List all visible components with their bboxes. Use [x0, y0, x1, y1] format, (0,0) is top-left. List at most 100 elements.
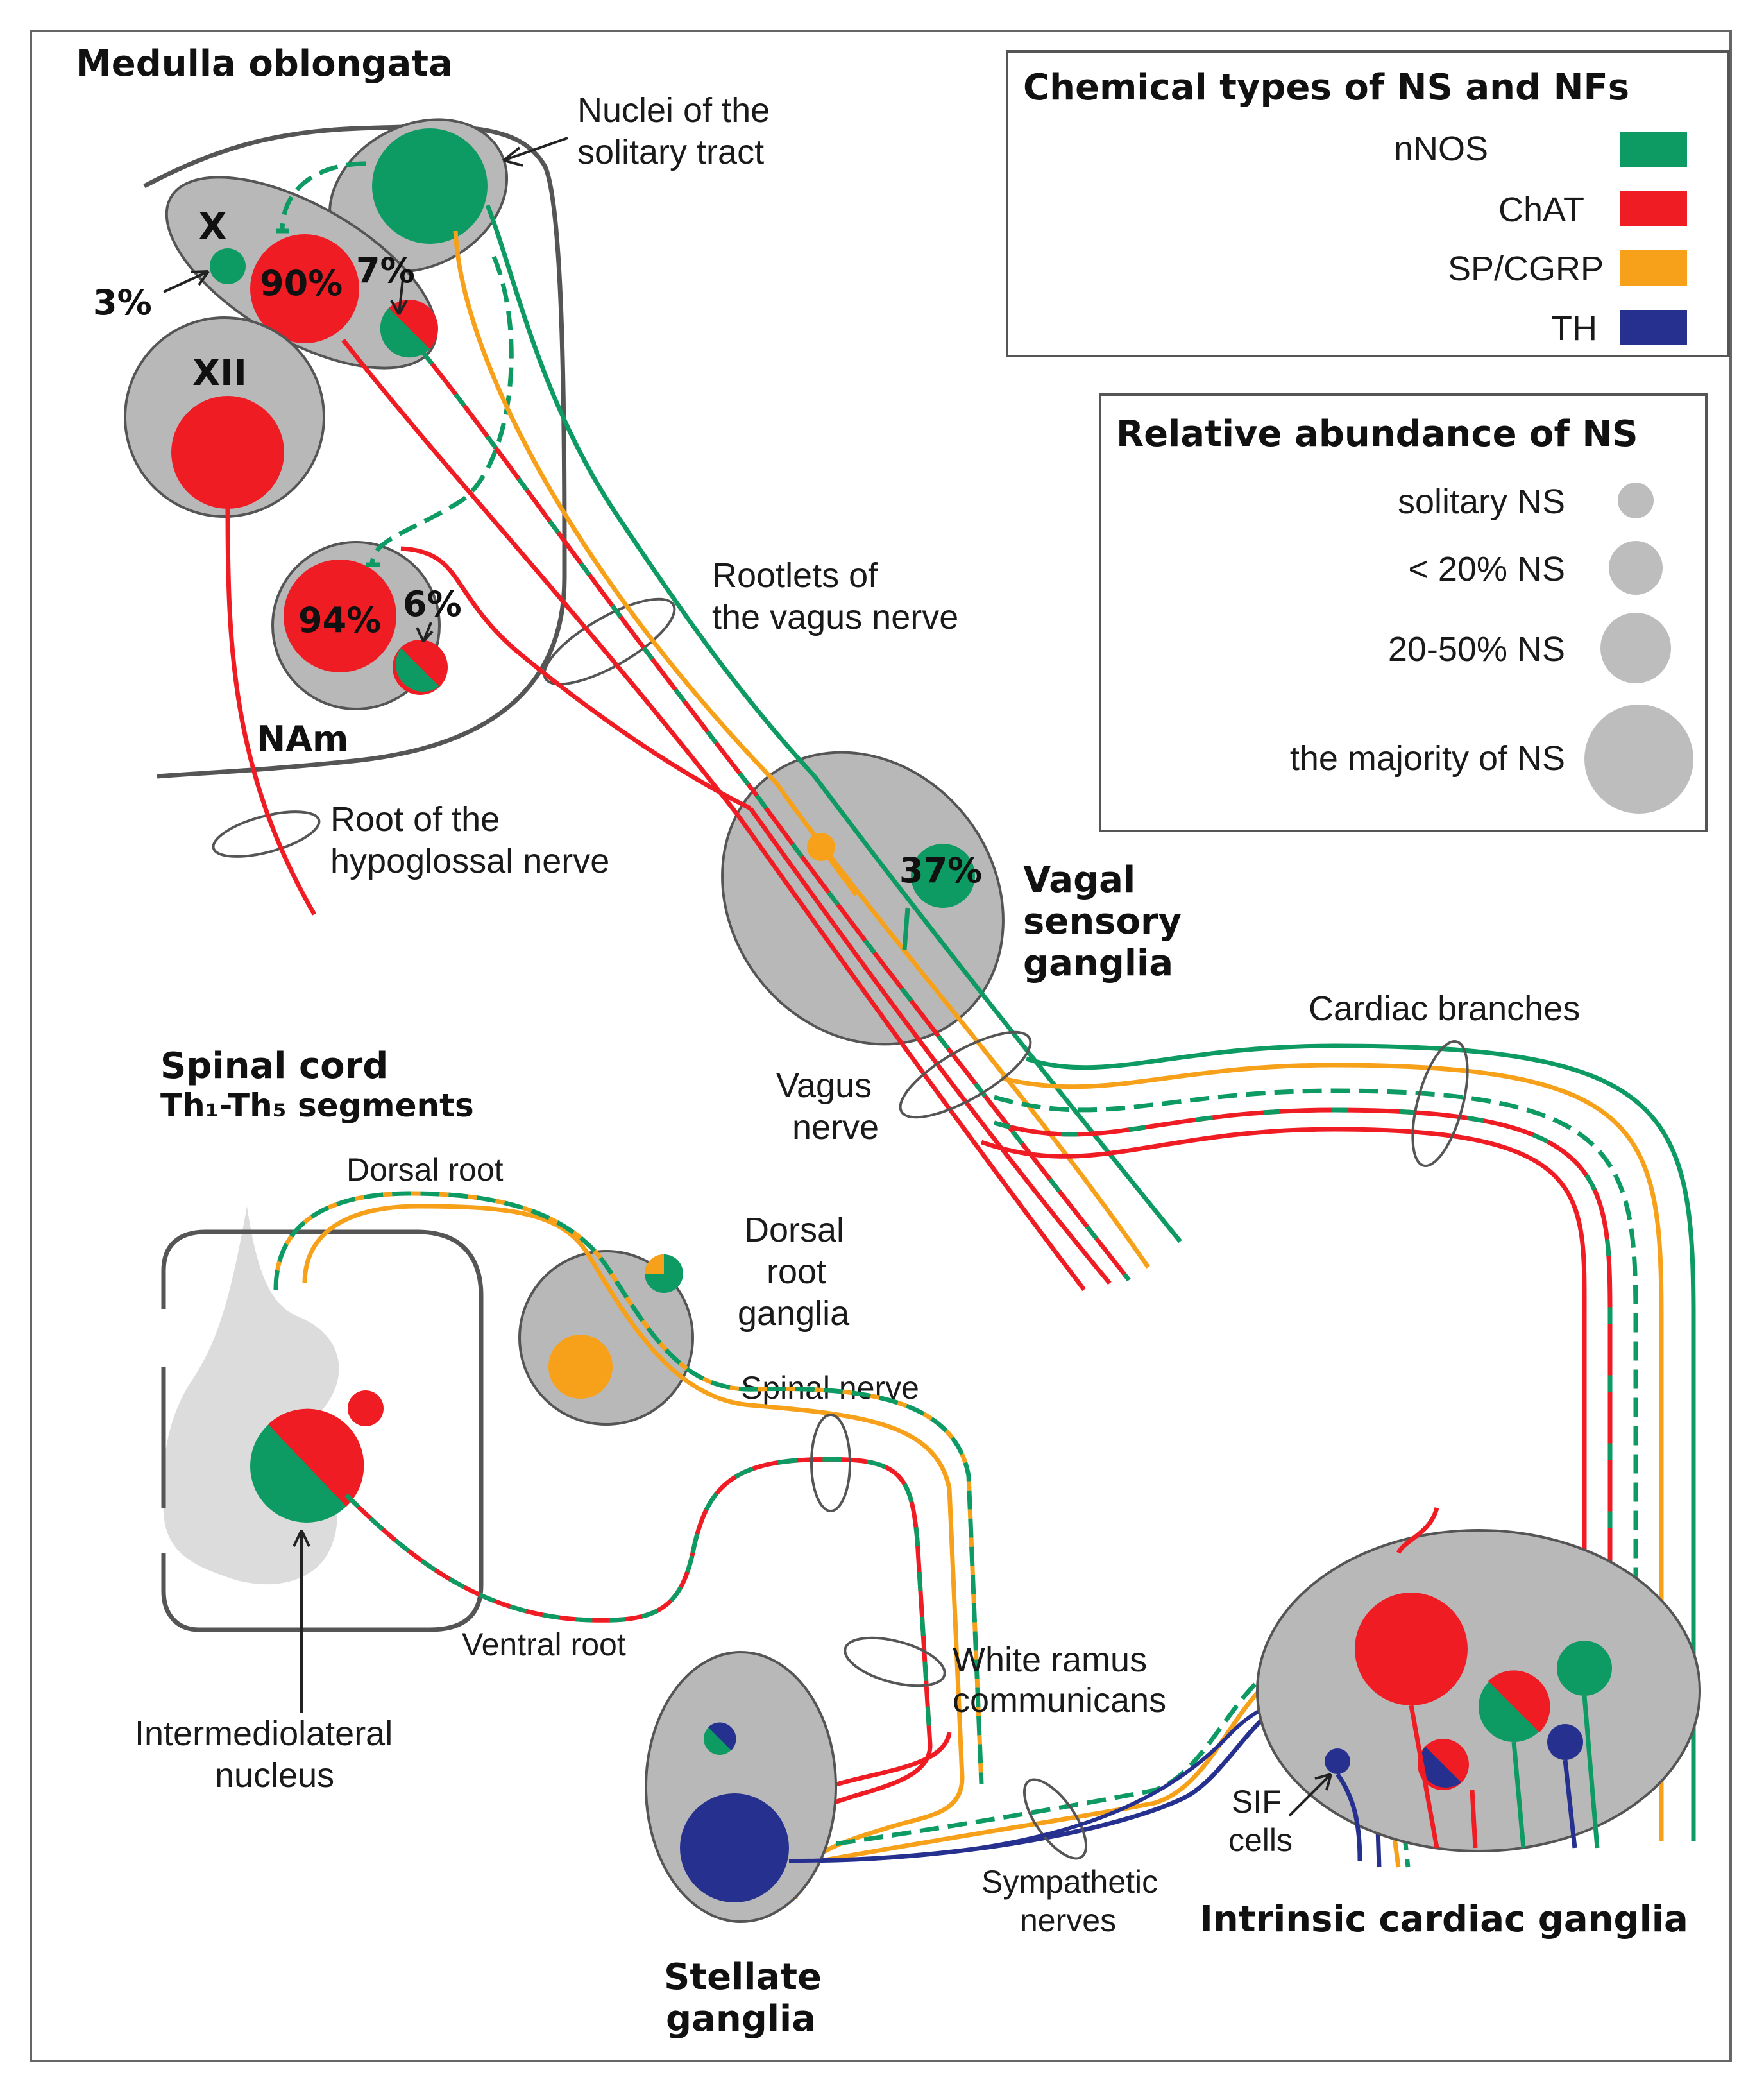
medulla-arrows [163, 137, 568, 643]
sif-label-line1: SIF [1232, 1784, 1282, 1820]
medulla-title: Medulla oblongata [76, 43, 453, 85]
stellate-mixed-neuron [704, 1722, 736, 1755]
nam-main-neuron [284, 560, 396, 672]
vagal-label-line1: Vagal [1023, 859, 1135, 901]
vagal-nnos-neuron [911, 844, 975, 908]
x-main-neuron [250, 234, 359, 343]
stellate-label-line1: Stellate [664, 1956, 822, 1998]
medulla-outline [143, 124, 567, 779]
hypoglossal-fiber [225, 506, 317, 916]
icg-mixed-neuron-1 [1479, 1670, 1550, 1742]
white-ramus-label-line1: White ramus [953, 1641, 1147, 1679]
hypoglossal-marker [212, 810, 321, 858]
vagus-green-top [485, 204, 817, 778]
icg-nnos-neuron [1557, 1641, 1612, 1696]
rootlets-label-line2: the vagus nerve [712, 598, 958, 636]
vagus-label-line1: Vagus [776, 1066, 872, 1105]
legend-majority-label: the majority of NS [1290, 739, 1565, 778]
drg-label-line3: ganglia [738, 1294, 850, 1333]
vagus-label-line2: nerve [792, 1108, 879, 1147]
legend-abundance: Relative abundance of NS solitary NS < 2… [1099, 393, 1708, 832]
white-ramus-marker [844, 1636, 946, 1687]
drg-orange-neuron [548, 1335, 613, 1399]
ventral-root-red [344, 1457, 933, 1862]
sympathetic-marker [1022, 1778, 1088, 1860]
legend-solitary-label: solitary NS [1398, 483, 1565, 521]
nts-label-line1: Nuclei of the [577, 91, 770, 130]
green-stalk [902, 907, 910, 950]
vagal-label-line3: ganglia [1023, 943, 1173, 984]
rootlets-label-line1: Rootlets of [712, 556, 878, 595]
x-mixed-pct: 7% [356, 250, 415, 291]
drg-label-line1: Dorsal [744, 1211, 844, 1249]
vagal-label-line2: sensory [1023, 901, 1182, 943]
ventral-root-green-dash [344, 1493, 695, 1623]
medulla-oblongata: Medulla oblongata Nuclei of the solitary… [76, 43, 958, 880]
cardiac-green [1025, 1043, 1696, 1841]
cardiac-branches-label: Cardiac branches [1309, 989, 1580, 1028]
spinal-nerve-marker [810, 1414, 851, 1512]
spinal-cord: Spinal cord Th₁-Th₅ segments Dorsal root… [135, 1045, 919, 1795]
legend-lt20-circle [1609, 541, 1663, 595]
sif-arrow [1288, 1773, 1332, 1817]
stellate-th-neuron [680, 1793, 789, 1902]
cardiac-branches-marker [1411, 1039, 1469, 1168]
icg-fibers [1336, 1695, 1600, 1861]
vagus-red-a [736, 813, 1086, 1292]
legend-2050-circle [1600, 613, 1671, 683]
stellate-ganglion [645, 1651, 1336, 1923]
legend-spcgrp-swatch [1620, 250, 1687, 286]
vagus-red-2 [400, 546, 752, 811]
nam-mixed-pct: 6% [403, 584, 462, 624]
x-nucleus-label: X [199, 206, 226, 248]
sif-label-line2: cells [1228, 1822, 1293, 1858]
segments-label: Th₁-Th₅ segments [160, 1087, 474, 1124]
iml-label-line1: Intermediolateral [135, 1714, 393, 1753]
xii-nucleus-label: XII [192, 352, 247, 394]
sympathetic-label-line2: nerves [1020, 1902, 1116, 1938]
hypoglossal-label-line1: Root of the [330, 800, 500, 839]
legend-lt20-label: < 20% NS [1408, 550, 1565, 588]
sympathetic-label-line1: Sympathetic [981, 1864, 1158, 1900]
vagus-red-c [755, 794, 1131, 1282]
dorsal-root-label: Dorsal root [346, 1152, 504, 1188]
legend-chemical: Chemical types of NS and NFs nNOS ChAT S… [1006, 50, 1730, 357]
xii-neuron [171, 396, 284, 509]
hypoglossal-label-line2: hypoglossal nerve [330, 842, 609, 880]
icg-mixed-neuron-2 [1418, 1739, 1469, 1790]
legend-2050-label: 20-50% NS [1388, 630, 1565, 669]
nts-neuron [372, 128, 488, 244]
rootlets-marker [543, 597, 676, 686]
icg-input-red-1 [1396, 1507, 1439, 1554]
vagus-red-b [749, 807, 1112, 1285]
dorsal-root-orange [302, 1204, 965, 1900]
preganglionic-dash [690, 1457, 933, 1746]
iml-small-red-neuron [348, 1390, 384, 1426]
spinal-outline [161, 1229, 484, 1632]
dorsal-root-green-dash [273, 1191, 984, 1784]
cardiac-orange [1000, 1063, 1664, 1841]
legend-chat-swatch [1620, 191, 1687, 226]
nts-label-line2: solitary tract [577, 133, 764, 171]
iml-label-line2: nucleus [215, 1756, 334, 1795]
white-ramus-label-line2: communicans [953, 1681, 1166, 1720]
nts-to-nam-fiber [369, 255, 514, 565]
spinal-cord-title: Spinal cord [160, 1045, 388, 1087]
intrinsic-cardiac-ganglion [1256, 1507, 1701, 1861]
legend-th-label: TH [1551, 309, 1597, 348]
vagus-nerve-marker [899, 1030, 1032, 1119]
iml-arrow [293, 1530, 310, 1713]
vagus-green-main [813, 774, 1182, 1243]
legend-spcgrp-label: SP/CGRP [1448, 250, 1604, 288]
legend-majority-circle [1584, 705, 1693, 814]
x-main-pct: 90% [260, 263, 343, 303]
icg-th-neuron [1547, 1724, 1583, 1760]
legend-th-swatch [1620, 310, 1687, 345]
icg-chat-large [1355, 1593, 1468, 1705]
x-solitary-neuron [210, 248, 246, 284]
ventral-root-label: Ventral root [462, 1627, 626, 1662]
icg-sif-cell [1325, 1748, 1350, 1774]
iml-neuron [250, 1408, 364, 1523]
